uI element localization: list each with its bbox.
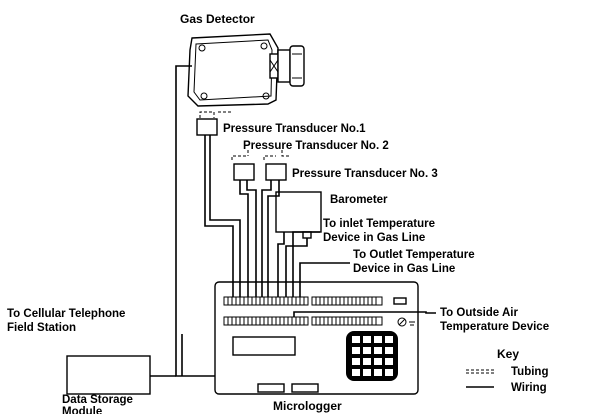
barometer [275, 191, 322, 239]
port-1 [257, 383, 285, 393]
micrologger-label: Micrologger [273, 399, 342, 413]
port-2 [291, 383, 319, 393]
data-storage-label-2: Module [62, 406, 102, 414]
inlet-temperature-label: To inlet Temperature [323, 218, 435, 230]
pressure-transducer-1-label: Pressure Transducer No.1 [223, 123, 366, 135]
outside-air-label-2: Temperature Device [440, 321, 549, 333]
ground-icon [397, 317, 415, 327]
pressure-transducer-3-label: Pressure Transducer No. 3 [292, 168, 438, 180]
legend-title: Key [497, 347, 519, 361]
legend-wiring: Wiring [511, 382, 547, 394]
barometer-label: Barometer [330, 194, 388, 206]
terminal-strip-top [223, 296, 407, 306]
outlet-temperature-label: To Outlet Temperature [353, 249, 475, 261]
wiring [150, 65, 436, 377]
legend-tubing: Tubing [511, 366, 548, 378]
terminal-strip-bottom [223, 316, 383, 326]
legend: Key Tubing Wiring [466, 347, 548, 394]
pressure-transducer-1 [196, 111, 232, 136]
display-window [232, 336, 296, 356]
pressure-transducer-3 [263, 150, 290, 181]
outside-air-label: To Outside Air [440, 307, 518, 319]
gas-detector-label: Gas Detector [180, 12, 255, 26]
keypad [346, 331, 398, 381]
cellular-station-label-2: Field Station [7, 322, 76, 334]
outlet-temperature-label-2: Device in Gas Line [353, 263, 455, 275]
cellular-station-label: To Cellular Telephone [7, 308, 125, 320]
inlet-temperature-label-2: Device in Gas Line [323, 232, 425, 244]
pressure-transducer-2 [231, 150, 255, 181]
data-storage-label: Data Storage [62, 394, 133, 406]
gas-detector [187, 33, 305, 107]
micrologger [214, 281, 419, 395]
pressure-transducer-2-label: Pressure Transducer No. 2 [243, 140, 389, 152]
data-storage-module [66, 355, 151, 395]
